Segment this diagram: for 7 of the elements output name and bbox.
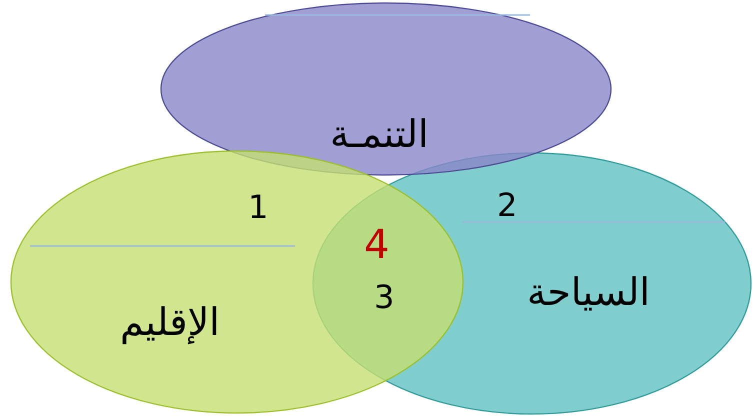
- set-label: التنمـة: [330, 112, 429, 156]
- region-number: 3: [374, 278, 394, 316]
- set-label: الإقليم: [120, 300, 220, 344]
- region-number: 1: [248, 188, 268, 226]
- set-label: السياحة: [527, 270, 650, 314]
- region-number: 2: [497, 186, 518, 224]
- region-number: 4: [364, 222, 390, 268]
